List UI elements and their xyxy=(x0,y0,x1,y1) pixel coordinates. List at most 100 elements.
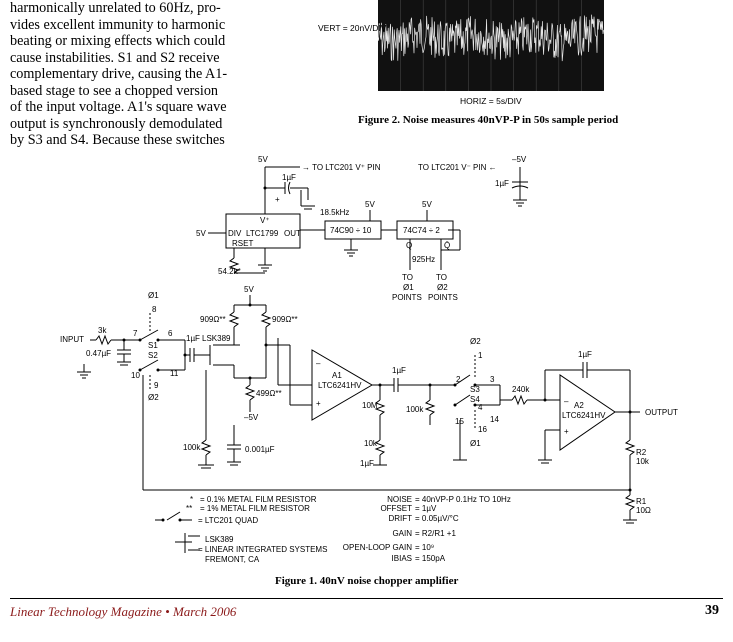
label-499: 499Ω** xyxy=(256,389,282,398)
label-n7: 7 xyxy=(133,329,138,338)
legend-text-2: = 1% METAL FILM RESISTOR xyxy=(200,504,310,513)
label-3k: 3k xyxy=(98,326,107,335)
label-185khz: 18.5kHz xyxy=(320,208,349,217)
label-r1: R1 xyxy=(636,497,647,506)
text-line: vides excellent immunity to harmonic xyxy=(10,16,226,33)
spec-key-4: GAIN xyxy=(392,529,412,538)
label-minus1: – xyxy=(316,359,321,368)
label-r2: R2 xyxy=(636,448,647,457)
label-909a: 909Ω** xyxy=(200,315,226,324)
label-5v-mid: 5V xyxy=(365,200,375,209)
legend-text-6: FREMONT, CA xyxy=(205,555,260,564)
vert-scale-label: VERT = 20nV/DIV xyxy=(318,23,387,33)
horiz-scale-label: HORIZ = 5s/DIV xyxy=(460,96,522,106)
label-n3: 3 xyxy=(490,375,495,384)
label-n6: 6 xyxy=(168,329,173,338)
label-to2: TO xyxy=(436,273,447,282)
label-s3: S3 xyxy=(470,385,480,394)
label-n16: 16 xyxy=(478,425,487,434)
label-n8: 8 xyxy=(152,305,157,314)
label-n2: 2 xyxy=(456,375,461,384)
label-plus1: + xyxy=(316,399,321,408)
label-s4: S4 xyxy=(470,395,480,404)
label-neg5v-top: –5V xyxy=(512,155,527,164)
text-line: of the input voltage. A1's square wave xyxy=(10,99,227,115)
label-100k-a: 100k xyxy=(406,405,424,414)
footer-magazine: Linear Technology Magazine • March 2006 xyxy=(10,604,237,619)
text-line: output is synchronously demodulated xyxy=(10,115,223,132)
legend-sym-1: * xyxy=(190,495,193,504)
noise-trace xyxy=(378,14,604,62)
spec-key-5: OPEN-LOOP GAIN xyxy=(343,543,412,552)
legend-text-1: = 0.1% METAL FILM RESISTOR xyxy=(200,495,317,504)
label-n9: 9 xyxy=(154,381,159,390)
label-output: OUTPUT xyxy=(645,408,678,417)
label-n1: 1 xyxy=(478,351,483,360)
label-r1v: 10Ω xyxy=(636,506,651,515)
label-54k: 54.2k* xyxy=(218,267,241,276)
schematic-figure1: 5V → TO LTC201 V⁺ PIN TO LTC201 V⁻ PIN ←… xyxy=(60,155,678,564)
label-047uf: 0.47µF xyxy=(86,349,111,358)
spec-val-1: = 40nVP-P 0.1Hz TO 10Hz xyxy=(415,495,511,504)
label-phi1-a: Ø1 xyxy=(148,291,159,300)
label-cap-1uf-a: 1µF xyxy=(282,173,296,182)
legend-text-3: = LTC201 QUAD xyxy=(198,516,258,525)
label-74c90: 74C90 ÷ 10 xyxy=(330,226,372,235)
label-ltc6241b: LTC6241HV xyxy=(562,411,606,420)
label-n11: 11 xyxy=(170,369,179,378)
label-1uf-in: 1µF xyxy=(186,334,200,343)
spec-key-3: DRIFT xyxy=(388,514,412,523)
spec-key-2: OFFSET xyxy=(380,504,412,513)
label-phi2-points: Ø2 xyxy=(437,283,448,292)
figure1-caption: Figure 1. 40nV noise chopper amplifier xyxy=(275,575,459,587)
spec-key-1: NOISE xyxy=(387,495,412,504)
label-div: DIV xyxy=(228,229,242,238)
label-q: Q xyxy=(406,241,412,250)
legend-sym-2: ** xyxy=(186,504,192,513)
label-ltc6241a: LTC6241HV xyxy=(318,381,362,390)
label-out: OUT xyxy=(284,229,301,238)
label-phi2-b: Ø2 xyxy=(470,337,481,346)
label-phi2-a: Ø2 xyxy=(148,393,159,402)
label-minus2: – xyxy=(564,397,569,406)
label-points1: POINTS xyxy=(392,293,422,302)
text-line: based stage to see a chopped version xyxy=(10,82,219,99)
label-s1: S1 xyxy=(148,341,158,350)
label-100k-b: 100k xyxy=(183,443,201,452)
label-5v-left: 5V xyxy=(196,229,206,238)
label-to-vminus: TO LTC201 V⁻ PIN ← xyxy=(418,163,497,172)
label-to-vplus: → TO LTC201 V⁺ PIN xyxy=(302,163,381,172)
label-cap-1uf-b: 1µF xyxy=(495,179,509,188)
spec-val-5: = 10⁹ xyxy=(415,543,434,552)
label-rset: RSET xyxy=(232,239,253,248)
label-ltc1799: LTC1799 xyxy=(246,229,279,238)
label-lsk389: LSK389 xyxy=(202,334,231,343)
text-line: beating or mixing effects which could xyxy=(10,33,226,49)
text-line: complementary drive, causing the A1- xyxy=(10,66,228,82)
label-neg5v: –5V xyxy=(244,413,259,422)
label-n14: 14 xyxy=(490,415,499,424)
label-a1: A1 xyxy=(332,371,342,380)
text-line: harmonically unrelated to 60Hz, pro- xyxy=(10,0,221,16)
label-240k: 240k xyxy=(512,385,530,394)
label-0001uf: 0.001µF xyxy=(245,445,275,454)
label-1uf-low: 1µF xyxy=(360,459,374,468)
label-n15: 15 xyxy=(455,417,464,426)
label-n10: 10 xyxy=(131,371,140,380)
label-qbar: Q̄ xyxy=(444,241,450,250)
label-input: INPUT xyxy=(60,335,84,344)
text-line: by S3 and S4. Because these switches xyxy=(10,132,225,148)
article-column: harmonically unrelated to 60Hz, pro- vid… xyxy=(10,0,246,149)
label-1uf-mid: 1µF xyxy=(392,366,406,375)
label-5v-mid2: 5V xyxy=(422,200,432,209)
label-s2: S2 xyxy=(148,351,158,360)
label-5v-top: 5V xyxy=(258,155,268,164)
legend-text-5: = LINEAR INTEGRATED SYSTEMS xyxy=(198,545,327,554)
label-plus2: + xyxy=(564,427,569,436)
spec-val-4: = R2/R1 +1 xyxy=(415,529,456,538)
label-909b: 909Ω** xyxy=(272,315,298,324)
spec-val-6: = 150pA xyxy=(415,554,446,563)
oscilloscope-trace xyxy=(378,0,604,91)
label-74c74: 74C74 ÷ 2 xyxy=(403,226,440,235)
label-to1: TO xyxy=(402,273,413,282)
